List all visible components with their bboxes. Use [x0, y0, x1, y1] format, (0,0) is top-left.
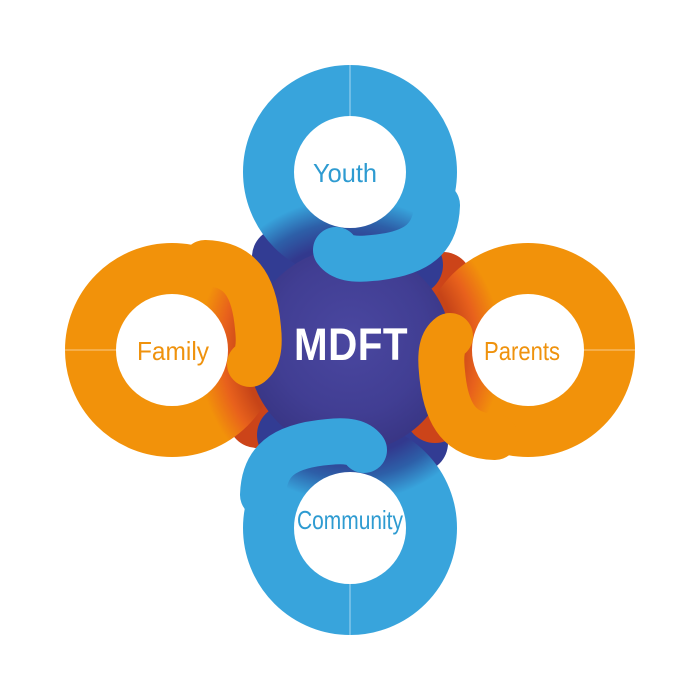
family-ring-tail: [182, 240, 282, 387]
tails-layer: [182, 182, 518, 518]
community-tail-group: [240, 418, 387, 518]
youth-tail-group: [313, 182, 460, 282]
family-tail-group: [182, 240, 282, 387]
center-circle: [248, 248, 452, 452]
center-title: MDFT: [294, 319, 408, 370]
youth-label: Youth: [313, 158, 377, 188]
parents-ring-tail: [418, 313, 518, 460]
parents-label: Parents: [484, 336, 560, 366]
family-label: Family: [137, 336, 209, 366]
parents-tail-group: [418, 313, 518, 460]
community-label: Community: [297, 505, 403, 535]
youth-ring-tail: [313, 182, 460, 282]
community-ring-tail: [240, 418, 387, 518]
